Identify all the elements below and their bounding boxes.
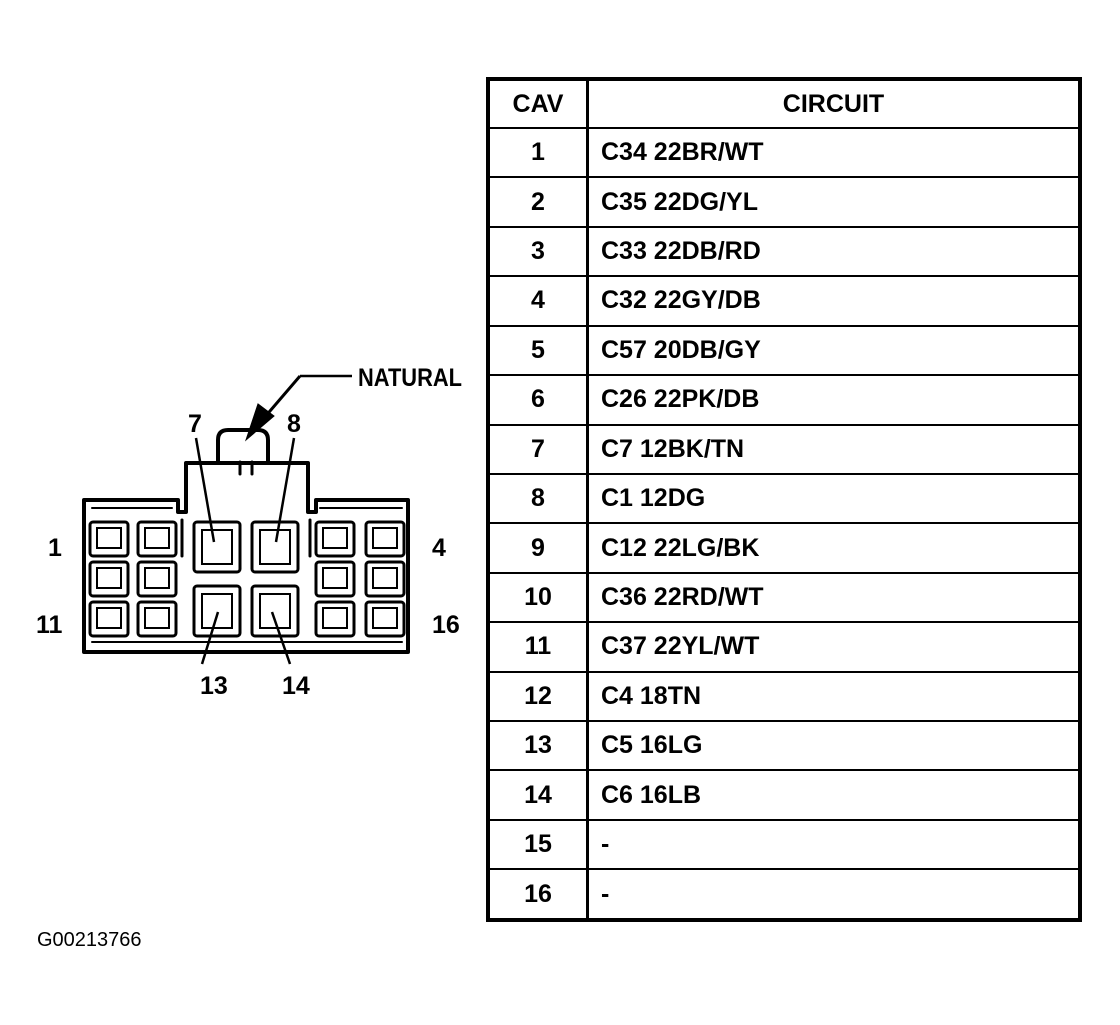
- circuit-cell: C32 22GY/DB: [587, 275, 1080, 327]
- cav-cell: 9: [488, 522, 589, 574]
- circuit-cell: C35 22DG/YL: [587, 176, 1080, 228]
- cav-cell: 2: [488, 176, 589, 228]
- circuit-cell: C33 22DB/RD: [587, 225, 1080, 278]
- cav-cell: 11: [488, 621, 589, 673]
- cav-cell: 5: [488, 324, 589, 377]
- circuit-cell: C37 22YL/WT: [587, 621, 1080, 673]
- connector-diagram: NATURAL: [36, 364, 462, 700]
- cavity-label-4: 4: [432, 534, 446, 562]
- cav-cell: 12: [488, 670, 589, 723]
- terminal-inserts: [96, 527, 398, 629]
- circuit-cell: C7 12BK/TN: [587, 423, 1080, 475]
- cav-cell: 15: [488, 818, 589, 871]
- circuit-cell: C36 22RD/WT: [587, 571, 1080, 624]
- power-cavities: [192, 520, 300, 638]
- cav-cell: 16: [488, 868, 589, 921]
- table-header-row: CAV CIRCUIT: [488, 78, 1080, 129]
- cavity-label-8: 8: [287, 410, 301, 438]
- circuit-cell: C1 12DG: [587, 472, 1080, 525]
- circuit-cell: -: [587, 818, 1080, 871]
- circuit-cell: C34 22BR/WT: [587, 126, 1080, 179]
- callout-label: NATURAL: [358, 364, 462, 392]
- cavity-label-1: 1: [48, 534, 62, 562]
- cavity-label-7: 7: [188, 410, 202, 438]
- circuit-cell: C57 20DB/GY: [587, 324, 1080, 377]
- header-circuit: CIRCUIT: [587, 78, 1080, 129]
- circuit-cell: C4 18TN: [587, 670, 1080, 723]
- power-inserts: [201, 529, 291, 629]
- circuit-cell: C6 16LB: [587, 769, 1080, 821]
- cav-cell: 14: [488, 769, 589, 821]
- cavity-7: [192, 520, 242, 574]
- cavity-14: [250, 584, 300, 638]
- cav-cell: 4: [488, 275, 589, 327]
- terminal-cavities: [88, 520, 406, 638]
- cavity-13: [192, 584, 242, 638]
- circuit-cell: C26 22PK/DB: [587, 374, 1080, 426]
- header-cav: CAV: [488, 78, 589, 129]
- table-row: 16-: [488, 868, 1080, 921]
- circuit-cell: C5 16LG: [587, 720, 1080, 772]
- cav-cell: 3: [488, 225, 589, 278]
- cav-cell: 10: [488, 571, 589, 624]
- cavity-label-11: 11: [36, 611, 63, 639]
- figure-id: G00213766: [37, 929, 142, 951]
- cavity-8: [250, 520, 300, 574]
- cav-cell: 13: [488, 720, 589, 772]
- table-row: 15-: [488, 818, 1080, 871]
- cav-cell: 7: [488, 423, 589, 475]
- cav-cell: 1: [488, 126, 589, 179]
- cavity-label-13: 13: [200, 672, 228, 700]
- cav-cell: 6: [488, 374, 589, 426]
- connector-housing: [82, 428, 410, 654]
- cavity-label-16: 16: [432, 611, 460, 639]
- cav-cell: 8: [488, 472, 589, 525]
- circuit-cell: C12 22LG/BK: [587, 522, 1080, 574]
- cavity-leaders: [194, 437, 296, 665]
- circuit-cell: -: [587, 868, 1080, 921]
- cavity-label-14: 14: [282, 672, 310, 700]
